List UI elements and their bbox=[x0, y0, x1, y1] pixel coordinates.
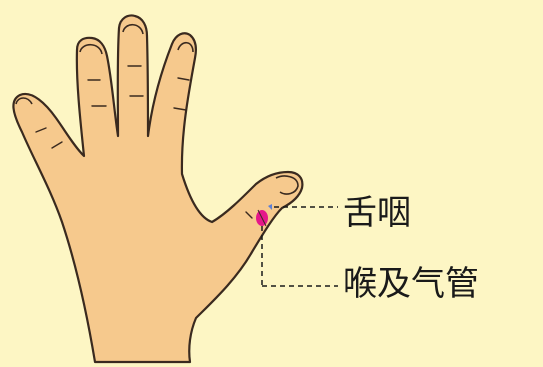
middle-nail bbox=[122, 23, 144, 35]
thumb-nail bbox=[275, 175, 299, 195]
label-tongue-pharynx: 舌咽 bbox=[343, 193, 411, 233]
index-nail bbox=[177, 41, 194, 53]
reflex-point-upper-marker bbox=[268, 204, 272, 210]
knuckle-creases bbox=[35, 65, 253, 219]
hand-outline bbox=[12, 14, 304, 364]
reflex-point-divider bbox=[257, 209, 267, 227]
pinky-nail bbox=[15, 97, 33, 105]
label-larynx-trachea: 喉及气管 bbox=[343, 264, 479, 304]
ring-nail bbox=[79, 43, 103, 55]
